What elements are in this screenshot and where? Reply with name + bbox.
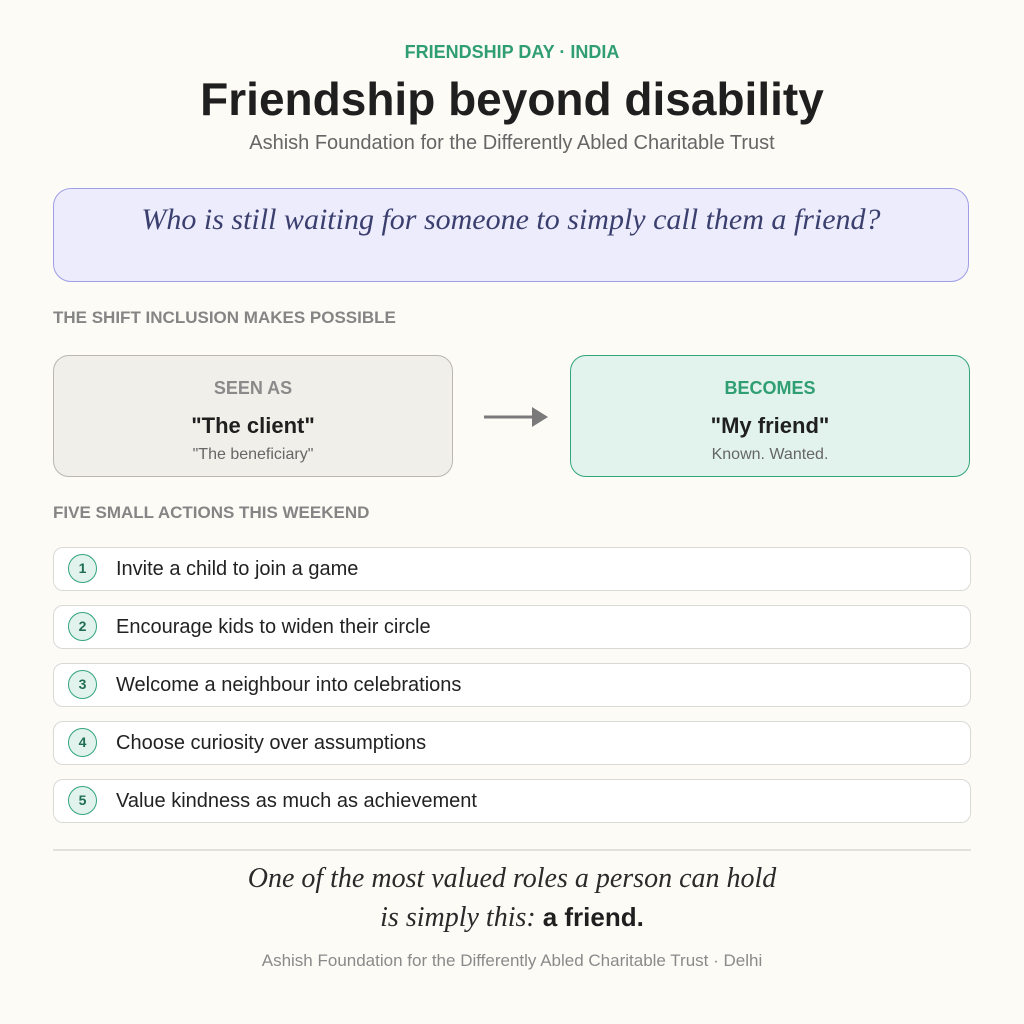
list-item: 3 Welcome a neighbour into celebrations	[53, 663, 971, 707]
seen-as-sub: "The beneficiary"	[192, 446, 314, 463]
becomes-sub: Known. Wanted.	[711, 446, 829, 463]
seen-as-main: "The client"	[191, 413, 315, 438]
step-number-badge: 3	[68, 670, 97, 699]
action-text: Welcome a neighbour into celebrations	[116, 674, 462, 696]
question-callout: Who is still waiting for someone to simp…	[53, 188, 969, 282]
action-text: Value kindness as much as achievement	[116, 790, 477, 812]
closing-line-2-text: is simply this:	[380, 902, 536, 933]
action-text: Encourage kids to widen their circle	[116, 616, 431, 638]
eyebrow: FRIENDSHIP DAY · INDIA	[404, 42, 620, 62]
step-number-badge: 4	[68, 728, 97, 757]
step-number-badge: 1	[68, 554, 97, 583]
step-number-badge: 5	[68, 786, 97, 815]
shift-section-label: THE SHIFT INCLUSION MAKES POSSIBLE	[53, 308, 396, 327]
closing-quote: One of the most valued roles a person ca…	[0, 860, 1024, 937]
closing-emphasis: a friend.	[542, 902, 644, 932]
actions-list: 1 Invite a child to join a game 2 Encour…	[53, 547, 971, 837]
page-subtitle: Ashish Foundation for the Differently Ab…	[249, 132, 775, 154]
becomes-card: BECOMES "My friend" Known. Wanted.	[570, 355, 970, 477]
footer-credit: Ashish Foundation for the Differently Ab…	[261, 951, 763, 970]
actions-section-label: FIVE SMALL ACTIONS THIS WEEKEND	[53, 503, 370, 522]
list-item: 1 Invite a child to join a game	[53, 547, 971, 591]
list-item: 2 Encourage kids to widen their circle	[53, 605, 971, 649]
arrow-right-icon	[484, 407, 548, 427]
seen-as-caption: SEEN AS	[213, 378, 293, 398]
page-title: Friendship beyond disability	[200, 73, 824, 125]
becomes-caption: BECOMES	[724, 378, 816, 398]
action-text: Choose curiosity over assumptions	[116, 732, 427, 754]
action-text: Invite a child to join a game	[116, 558, 359, 580]
closing-line-1: One of the most valued roles a person ca…	[247, 863, 777, 894]
seen-as-card: SEEN AS "The client" "The beneficiary"	[53, 355, 453, 477]
closing-line-2: is simply this: a friend.	[0, 898, 1024, 937]
divider	[53, 849, 971, 851]
list-item: 4 Choose curiosity over assumptions	[53, 721, 971, 765]
becomes-main: "My friend"	[710, 413, 830, 438]
step-number-badge: 2	[68, 612, 97, 641]
list-item: 5 Value kindness as much as achievement	[53, 779, 971, 823]
